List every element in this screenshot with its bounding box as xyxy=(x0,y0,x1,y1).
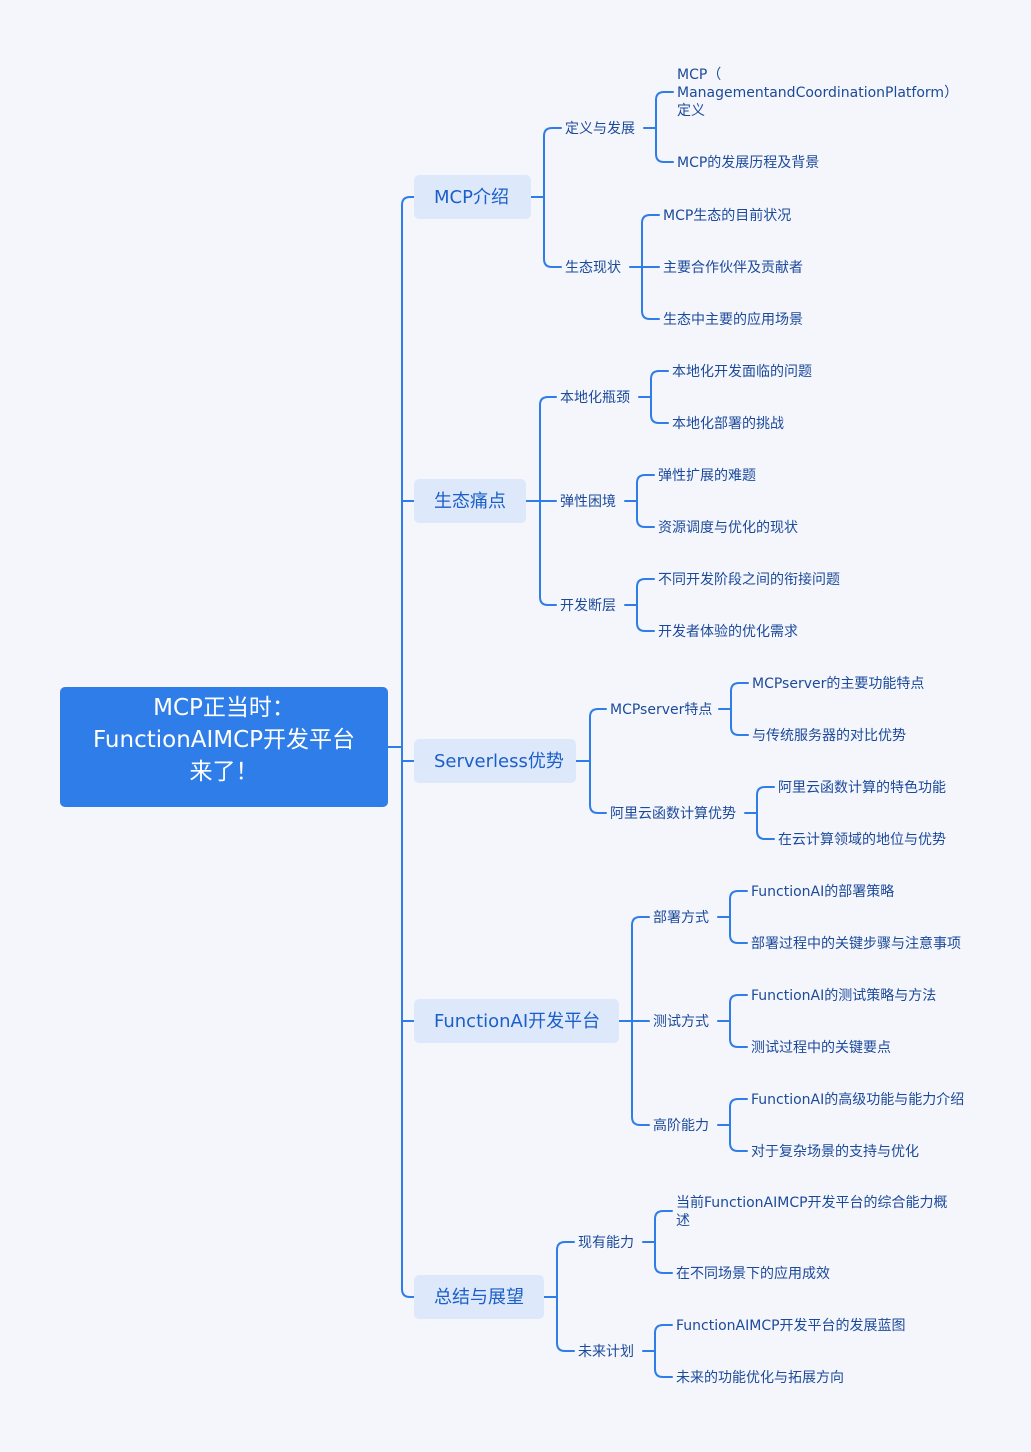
subtopic-label[interactable]: 部署方式 xyxy=(653,910,709,926)
branch-label: 生态痛点 xyxy=(434,491,506,512)
leaf-label-line: 述 xyxy=(676,1213,690,1229)
leaf-label-line: 在不同场景下的应用成效 xyxy=(676,1265,830,1282)
leaf-label-line: 本地化开发面临的问题 xyxy=(672,364,812,380)
mind-map-nodes: MCP正当时： FunctionAIMCP开发平台来了！ MCP介绍 定义与发展 MCP… xyxy=(60,67,964,1386)
leaf-label-line: FunctionAIMCP开发平台的发展蓝图 xyxy=(676,1318,906,1334)
leaf-label-line: FunctionAI的高级功能与能力介绍 xyxy=(751,1091,964,1108)
subtopic-label[interactable]: 现有能力 xyxy=(578,1235,634,1251)
leaf-label-line: 与传统服务器的对比优势 xyxy=(752,728,906,744)
branch-label: MCP介绍 xyxy=(434,187,509,208)
leaf-label-line: 开发者体验的优化需求 xyxy=(658,624,798,640)
leaf-label: 开发者体验的优化需求 xyxy=(658,624,798,640)
leaf-label-line: MCPserver的主要功能特点 xyxy=(752,676,924,692)
leaf-label-line: 在云计算领域的地位与优势 xyxy=(778,832,946,848)
branch-node[interactable] xyxy=(414,739,576,783)
subtopic-label[interactable]: 弹性困境 xyxy=(560,494,616,510)
leaf-label: 资源调度与优化的现状 xyxy=(658,520,798,536)
branch-label: FunctionAI开发平台 xyxy=(434,1011,600,1032)
leaf-label-line: 不同开发阶段之间的衔接问题 xyxy=(658,571,840,588)
branch-node[interactable] xyxy=(414,175,531,219)
leaf-label-line: 未来的功能优化与拓展方向 xyxy=(676,1370,844,1386)
leaf-label: FunctionAI的高级功能与能力介绍 xyxy=(751,1091,964,1108)
leaf-label: MCPserver的主要功能特点 xyxy=(752,676,924,692)
leaf-label-line: 阿里云函数计算的特色功能 xyxy=(778,779,946,796)
leaf-label: 阿里云函数计算的特色功能 xyxy=(778,779,946,796)
leaf-label-line: 资源调度与优化的现状 xyxy=(658,520,798,536)
leaf-label-line: 弹性扩展的难题 xyxy=(658,468,756,484)
root-title-line: MCP正当时： xyxy=(153,695,295,721)
branch-label: Serverless优势 xyxy=(434,751,564,772)
leaf-label: 在不同场景下的应用成效 xyxy=(676,1265,830,1282)
leaf-label-line: FunctionAI的部署策略 xyxy=(751,883,894,900)
root-node[interactable] xyxy=(60,687,388,807)
leaf-label: 不同开发阶段之间的衔接问题 xyxy=(658,571,840,588)
subtopic-label[interactable]: 高阶能力 xyxy=(653,1117,709,1134)
connector-lines xyxy=(387,91,775,1378)
leaf-label-line: MCP生态的目前状况 xyxy=(663,207,791,224)
leaf-label-line: ManagementandCoordinationPlatform） xyxy=(677,85,958,101)
leaf-label-line: MCP（ xyxy=(677,67,721,83)
subtopic-label[interactable]: 生态现状 xyxy=(565,260,621,276)
leaf-label: 与传统服务器的对比优势 xyxy=(752,728,906,744)
leaf-label: 主要合作伙伴及贡献者 xyxy=(663,260,803,276)
branch-node[interactable] xyxy=(414,479,526,523)
leaf-label: 生态中主要的应用场景 xyxy=(663,311,803,328)
leaf-label-line: MCP的发展历程及背景 xyxy=(677,155,819,171)
branch-node[interactable] xyxy=(414,1275,544,1319)
leaf-label: FunctionAI的部署策略 xyxy=(751,883,894,900)
root-title-line: FunctionAIMCP开发平台 xyxy=(93,727,355,753)
leaf-label-line: 定义 xyxy=(677,103,705,119)
leaf-label: 在云计算领域的地位与优势 xyxy=(778,832,946,848)
leaf-label: 弹性扩展的难题 xyxy=(658,468,756,484)
leaf-label: MCP（ ManagementandCoordinationPlatform） 定义 xyxy=(677,67,958,119)
subtopic-label[interactable]: MCPserver特点 xyxy=(610,702,712,718)
leaf-label-line: 部署过程中的关键步骤与注意事项 xyxy=(751,935,961,952)
leaf-label: 当前FunctionAIMCP开发平台的综合能力概述 xyxy=(676,1194,948,1229)
leaf-label-line: 本地化部署的挑战 xyxy=(672,416,784,432)
leaf-label-line: 测试过程中的关键要点 xyxy=(751,1040,891,1056)
root-title: MCP正当时： FunctionAIMCP开发平台来了！ xyxy=(93,695,355,785)
leaf-label: 未来的功能优化与拓展方向 xyxy=(676,1370,844,1386)
leaf-label: FunctionAIMCP开发平台的发展蓝图 xyxy=(676,1318,906,1334)
leaf-label-line: FunctionAI的测试策略与方法 xyxy=(751,987,936,1004)
leaf-label: 对于复杂场景的支持与优化 xyxy=(751,1143,919,1160)
leaf-label-line: 对于复杂场景的支持与优化 xyxy=(751,1143,919,1160)
leaf-label: 本地化部署的挑战 xyxy=(672,416,784,432)
leaf-label-line: 生态中主要的应用场景 xyxy=(663,311,803,328)
subtopic-label[interactable]: 未来计划 xyxy=(578,1344,634,1360)
leaf-label: MCP的发展历程及背景 xyxy=(677,155,819,171)
leaf-label-line: 当前FunctionAIMCP开发平台的综合能力概 xyxy=(676,1194,948,1211)
branch-node[interactable] xyxy=(414,999,619,1043)
subtopic-label[interactable]: 阿里云函数计算优势 xyxy=(610,806,736,822)
leaf-label: FunctionAI的测试策略与方法 xyxy=(751,987,936,1004)
subtopic-label[interactable]: 测试方式 xyxy=(653,1014,709,1030)
leaf-label: MCP生态的目前状况 xyxy=(663,207,791,224)
root-title-line: 来了！ xyxy=(190,759,259,785)
subtopic-label[interactable]: 定义与发展 xyxy=(565,121,635,137)
leaf-label: 测试过程中的关键要点 xyxy=(751,1040,891,1056)
branch-label: 总结与展望 xyxy=(434,1287,524,1308)
subtopic-label[interactable]: 本地化瓶颈 xyxy=(560,390,630,406)
leaf-label: 本地化开发面临的问题 xyxy=(672,364,812,380)
subtopic-label[interactable]: 开发断层 xyxy=(560,598,616,614)
leaf-label-line: 主要合作伙伴及贡献者 xyxy=(663,260,803,276)
leaf-label: 部署过程中的关键步骤与注意事项 xyxy=(751,935,961,952)
